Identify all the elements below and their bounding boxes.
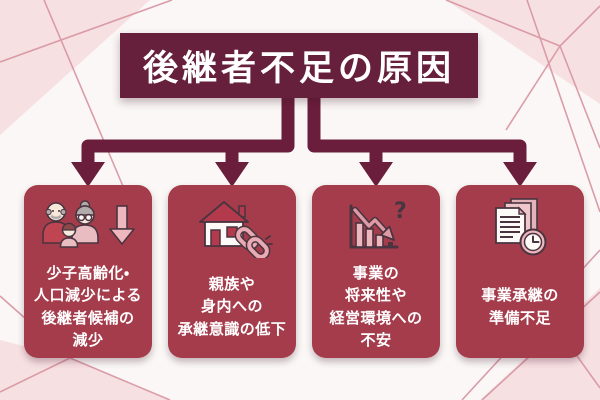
cause-card-family-awareness: 親族や 身内への 承継意識の低下 bbox=[168, 185, 296, 358]
cause-card-label: 事業承継の 準備不足 bbox=[481, 286, 559, 327]
cause-card-business-outlook: ? 事業の 将来性や 経営環境への 不安 bbox=[312, 185, 440, 358]
elderly-family-decline-icon bbox=[40, 195, 136, 261]
cause-card-label: 事業の 将来性や 経営環境への 不安 bbox=[329, 263, 423, 350]
documents-clock-icon bbox=[481, 195, 559, 261]
cause-card-demographics: 少子高齢化・ 人口減少による 後継者候補の 減少 bbox=[24, 185, 152, 358]
page-title: 後継者不足の原因 bbox=[142, 49, 455, 89]
house-broken-chain-icon bbox=[191, 195, 273, 261]
cause-card-label: 少子高齢化・ 人口減少による 後継者候補の 減少 bbox=[33, 263, 143, 350]
arrow-down-icon bbox=[359, 162, 393, 187]
title-banner: 後継者不足の原因 bbox=[120, 33, 478, 98]
arrow-down-icon bbox=[503, 162, 537, 187]
arrow-down-icon bbox=[215, 162, 249, 187]
svg-text:?: ? bbox=[394, 199, 407, 224]
arrow-down-icon bbox=[71, 162, 105, 187]
cause-card-label: 親族や 身内への 承継意識の低下 bbox=[177, 274, 287, 338]
declining-chart-question-icon: ? bbox=[338, 195, 414, 261]
cause-card-preparation: 事業承継の 準備不足 bbox=[456, 185, 584, 358]
